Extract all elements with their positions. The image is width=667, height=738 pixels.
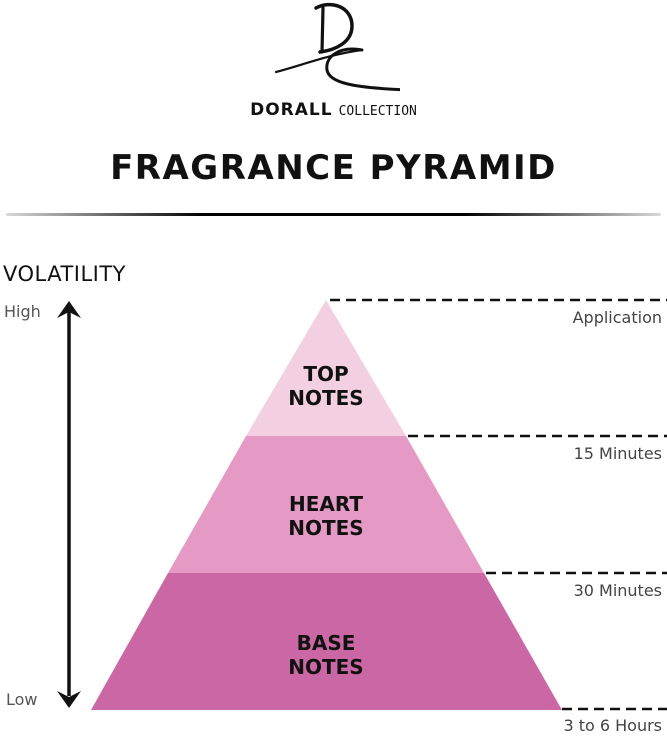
timeline-3-to-6-hours: 3 to 6 Hours bbox=[563, 716, 662, 735]
page-title: FRAGRANCE PYRAMID bbox=[110, 148, 557, 188]
top-notes-tier bbox=[246, 300, 406, 436]
brand-subname: COLLECTION bbox=[338, 104, 417, 119]
timeline-15-minutes: 15 Minutes bbox=[573, 444, 662, 463]
top-notes-label: TOP NOTES bbox=[288, 362, 364, 410]
axis-high-label: High bbox=[4, 302, 41, 321]
timeline-30-minutes: 30 Minutes bbox=[573, 581, 662, 600]
double-headed-vertical-arrow-icon bbox=[57, 301, 81, 708]
axis-low-label: Low bbox=[6, 690, 38, 709]
title-divider bbox=[6, 213, 661, 216]
timeline-dashed-lines bbox=[330, 298, 667, 711]
brand-name: DORALL bbox=[250, 100, 333, 120]
base-notes-tier bbox=[91, 573, 562, 710]
volatility-label: VOLATILITY bbox=[3, 262, 127, 286]
base-notes-label: BASE NOTES bbox=[288, 631, 364, 679]
dc-monogram-icon bbox=[274, 2, 400, 92]
heart-notes-tier bbox=[168, 436, 484, 573]
timeline-application: Application bbox=[572, 308, 662, 327]
brand-wordmark: DORALL COLLECTION bbox=[0, 100, 667, 120]
heart-notes-label: HEART NOTES bbox=[288, 492, 364, 540]
